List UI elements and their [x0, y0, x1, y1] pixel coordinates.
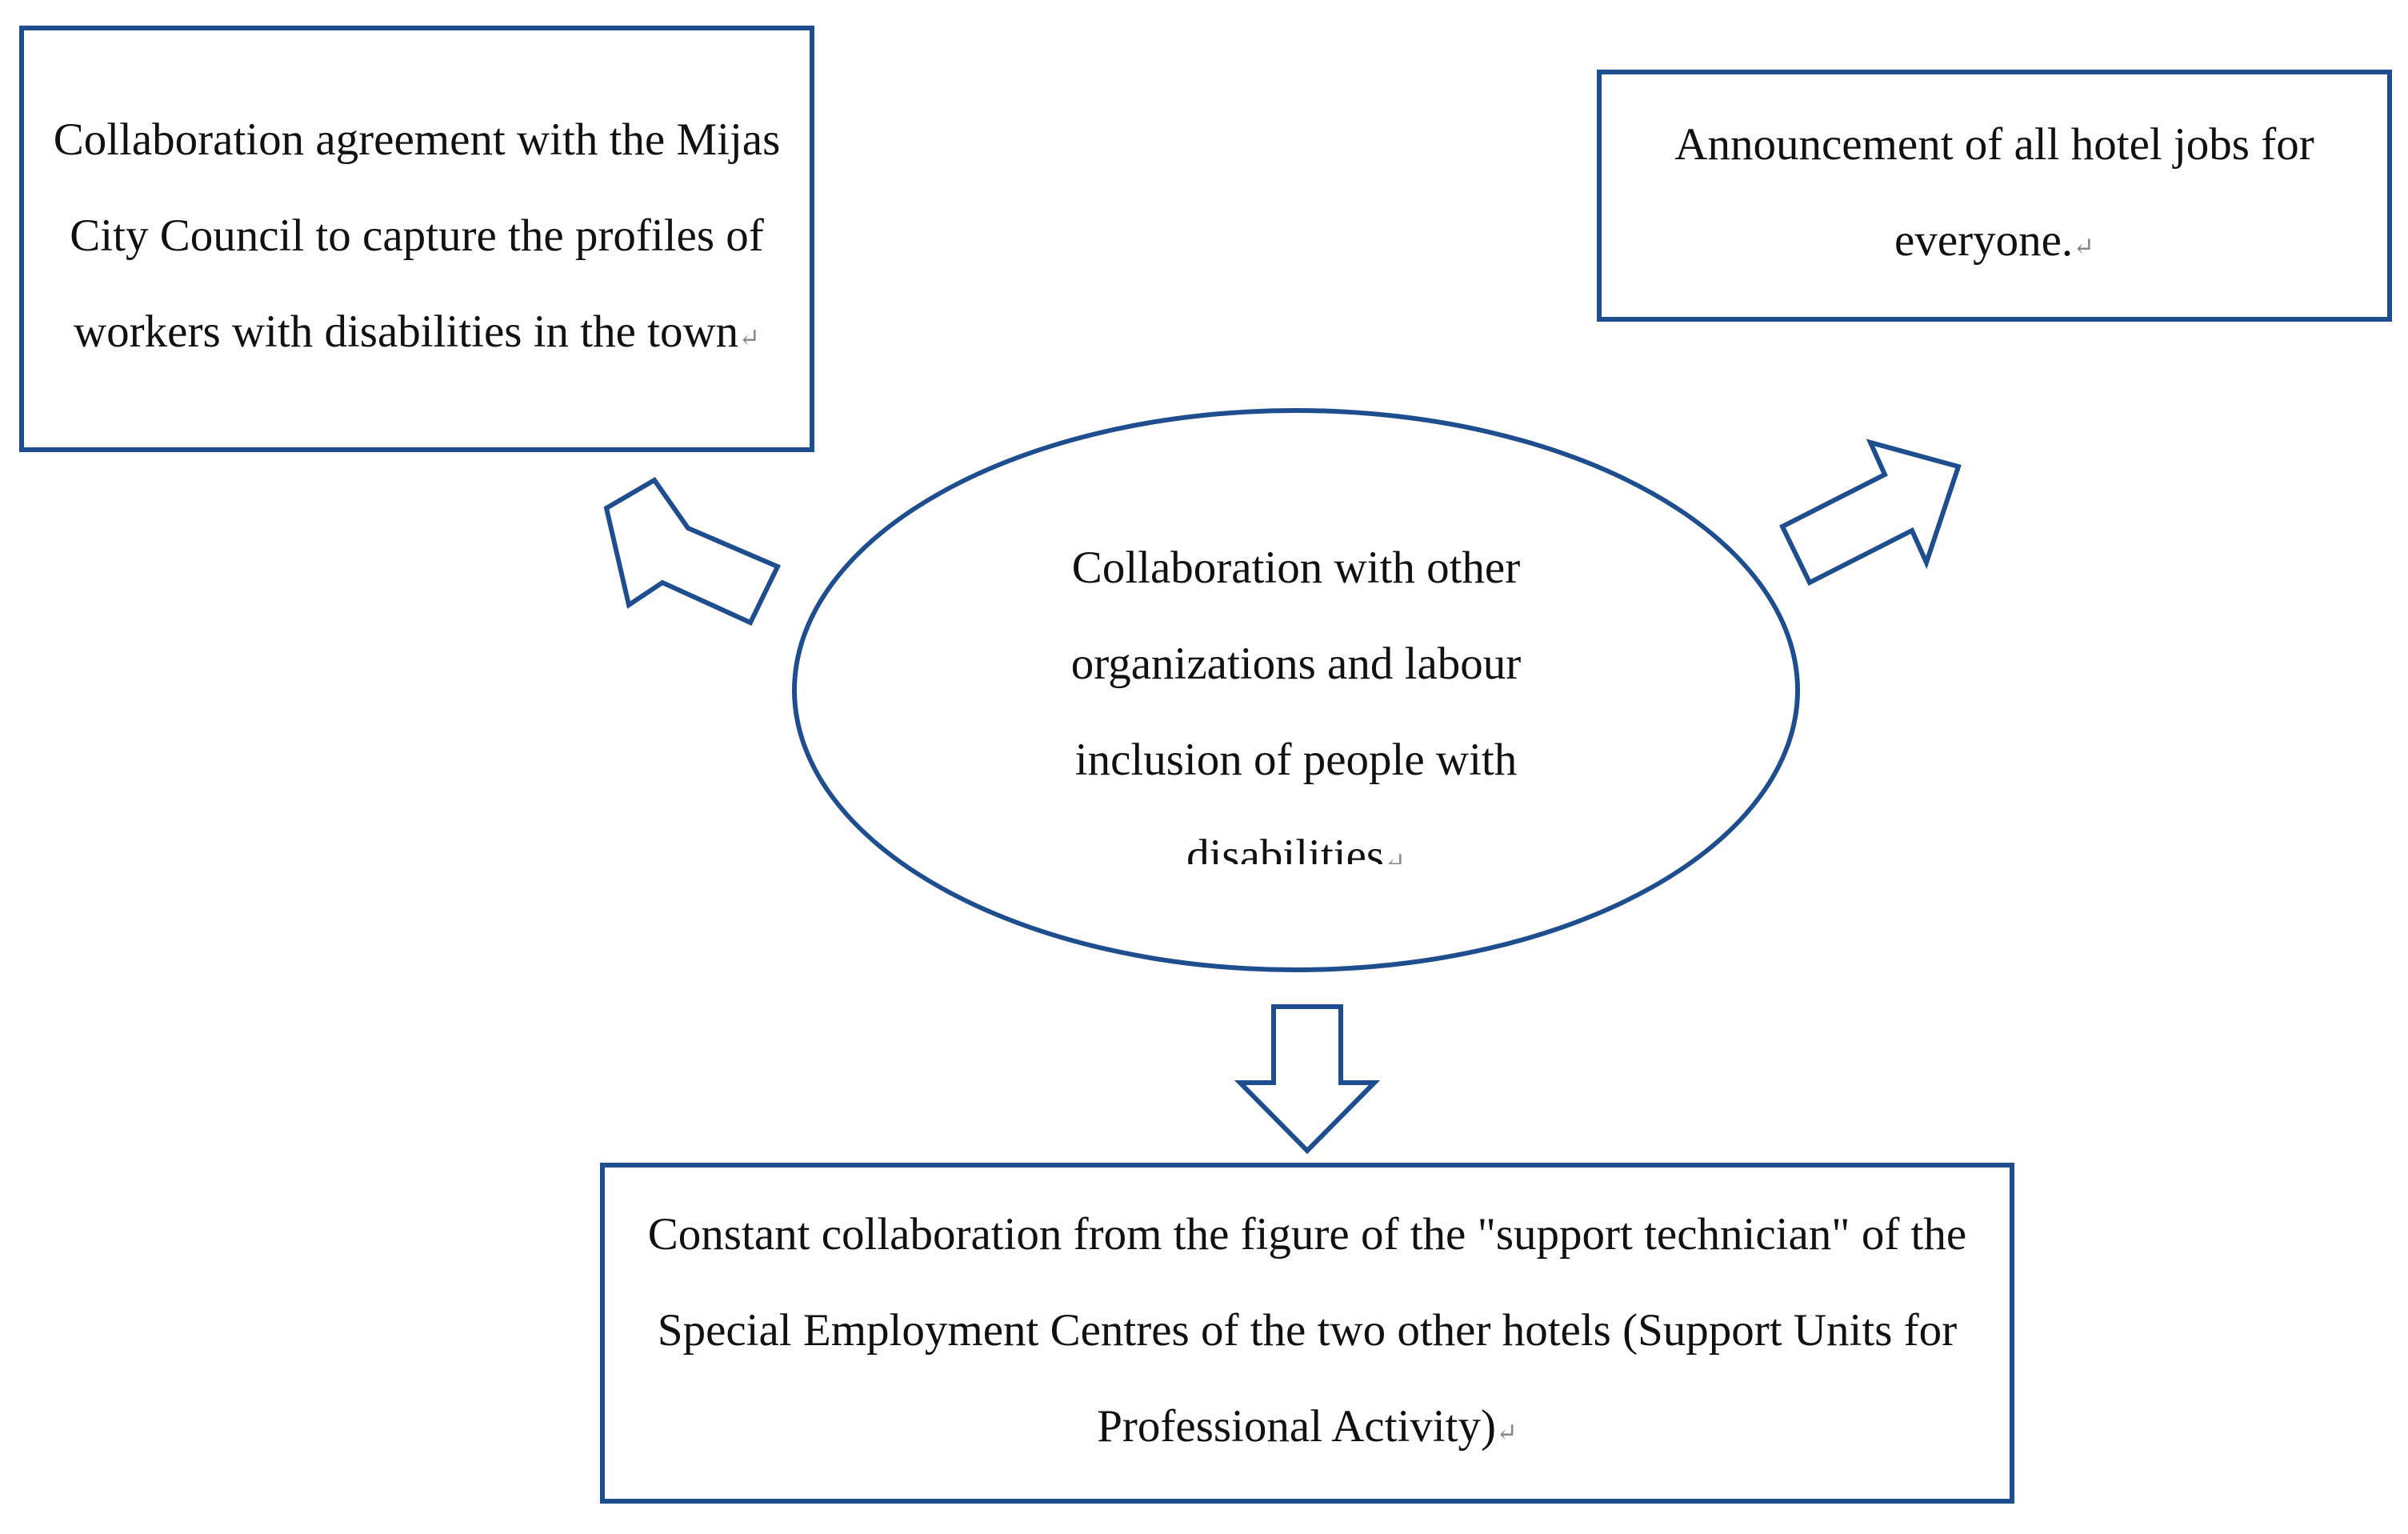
- paragraph-mark-icon: ↵: [2073, 232, 2094, 261]
- box-top-left-text: Collaboration agreement with the Mijas C…: [53, 114, 781, 357]
- arrow-down-icon: [1234, 1004, 1381, 1155]
- box-top-right: Announcement of all hotel jobs for every…: [1597, 70, 2392, 322]
- arrow-up-right-icon: [1779, 439, 1962, 587]
- paragraph-mark-icon: ↵: [1495, 1417, 1518, 1447]
- paragraph-mark-icon: ↵: [738, 323, 760, 352]
- box-bottom-text: Constant collaboration from the figure o…: [647, 1208, 1967, 1452]
- center-ellipse: [792, 408, 1800, 972]
- paragraph-mark-icon: ↵: [1384, 847, 1406, 864]
- arrow-up-left-icon: [603, 477, 782, 626]
- box-top-right-text: Announcement of all hotel jobs for every…: [1674, 119, 2314, 266]
- center-text-area: Collaboration with other organizations a…: [1016, 520, 1576, 864]
- center-text: Collaboration with other organizations a…: [1016, 520, 1576, 864]
- box-bottom: Constant collaboration from the figure o…: [600, 1163, 2014, 1504]
- box-top-left: Collaboration agreement with the Mijas C…: [19, 26, 814, 452]
